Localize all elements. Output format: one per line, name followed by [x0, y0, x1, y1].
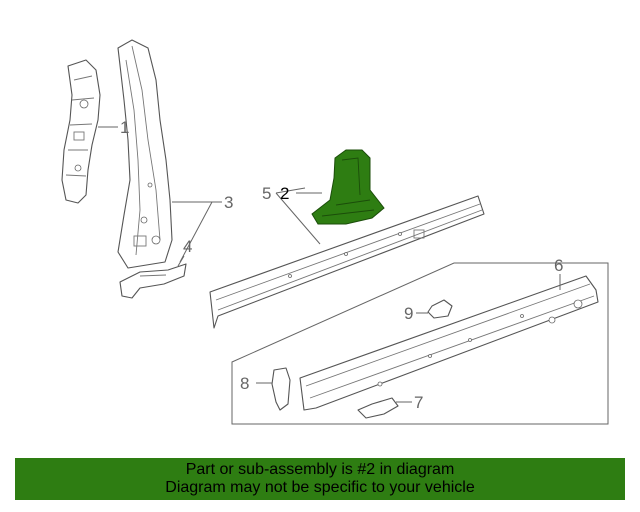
callout-5: 5	[262, 184, 271, 203]
callout-2: 2	[280, 184, 289, 203]
part-9-plug[interactable]	[427, 299, 453, 319]
leader-lines	[98, 126, 561, 403]
callout-1: 1	[120, 118, 129, 137]
part-3-outer-pillar[interactable]	[117, 39, 173, 269]
callout-8: 8	[240, 374, 249, 393]
part-6-inner-rocker[interactable]	[299, 275, 599, 411]
callout-9: 9	[404, 304, 413, 323]
callout-6: 6	[554, 256, 563, 275]
callout-7: 7	[414, 393, 423, 412]
part-8-end-cap[interactable]	[271, 367, 291, 411]
part-2-highlighted-reinforcement[interactable]	[311, 149, 385, 225]
banner-line-2: Diagram may not be specific to your vehi…	[165, 479, 475, 496]
part-6-subassembly-box	[231, 262, 609, 425]
callout-3: 3	[224, 193, 233, 212]
banner-line-1: Part or sub-assembly is #2 in diagram	[185, 461, 455, 478]
callout-4: 4	[183, 237, 192, 256]
part-4-bracket[interactable]	[119, 263, 187, 299]
parts-diagram: 1 2 3 4 5 6 7 8 9	[61, 39, 609, 425]
info-banner: Part or sub-assembly is #2 in diagram Di…	[15, 458, 625, 500]
part-1-inner-pillar[interactable]	[61, 59, 101, 204]
part-5-rocker-panel[interactable]	[209, 195, 485, 329]
part-7-bracket[interactable]	[357, 397, 399, 419]
